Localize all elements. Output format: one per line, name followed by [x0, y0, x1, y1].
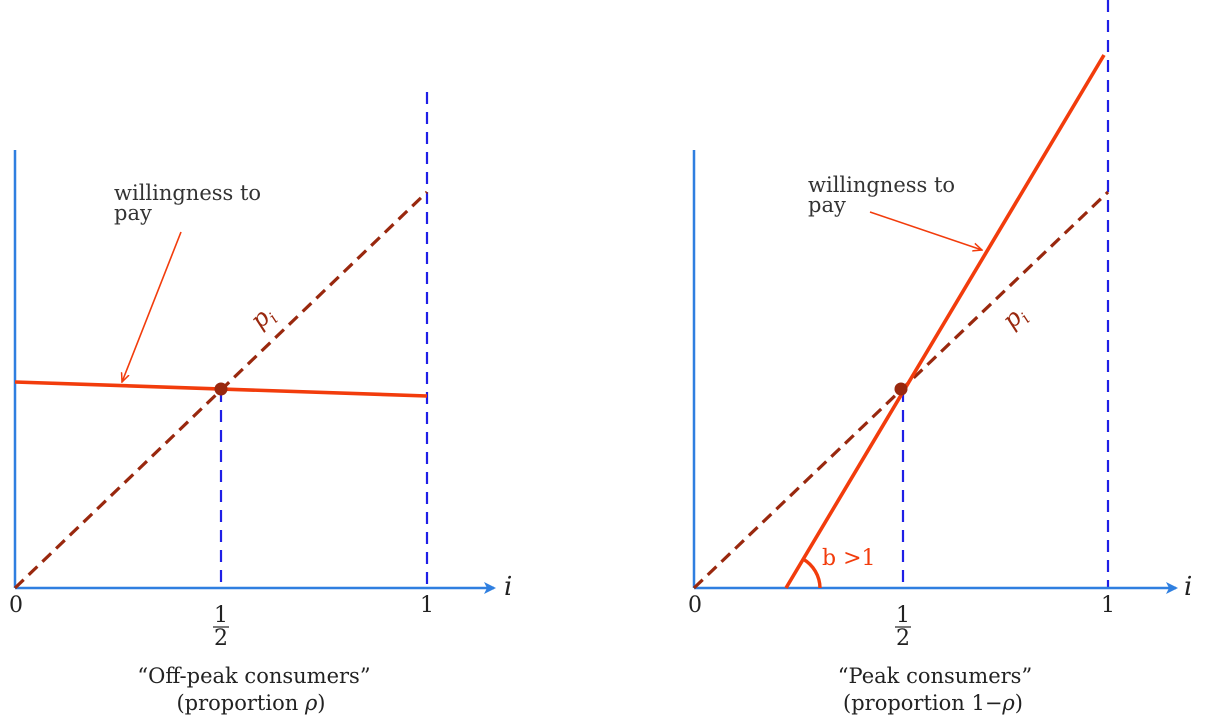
caption-line2-prefix: (proportion 1− — [843, 691, 1002, 715]
intersection-point — [214, 382, 228, 396]
tick-half-denominator: 2 — [214, 626, 228, 651]
tick-half-numerator: 1 — [214, 603, 228, 628]
caption-line2-suffix: ) — [1015, 691, 1023, 715]
price-line-label: pi — [245, 300, 282, 337]
caption-line2: (proportion 1−ρ) — [843, 691, 1023, 715]
caption-line1: “Off-peak consumers” — [137, 664, 370, 688]
annotation-text-line1: willingness to — [808, 173, 955, 197]
caption-line2-symbol: ρ — [1001, 691, 1015, 715]
tick-zero: 0 — [688, 593, 702, 618]
caption-line1: “Peak consumers” — [838, 664, 1032, 688]
slope-angle-arc — [802, 557, 822, 589]
svg-text:pi: pi — [997, 300, 1034, 337]
tick-half-denominator: 2 — [896, 626, 910, 651]
tick-half-numerator: 1 — [896, 603, 910, 628]
slope-angle-label: b >1 — [822, 546, 876, 571]
annotation-arrow — [122, 231, 182, 382]
off-peak-panel: willingness to pay pi 0 1 2 1 i “Off-pea… — [9, 92, 512, 715]
tick-zero: 0 — [9, 593, 23, 618]
tick-one: 1 — [420, 593, 434, 618]
annotation-text-line2: pay — [808, 193, 846, 217]
x-axis-label: i — [504, 572, 512, 602]
caption-line2-prefix: (proportion — [176, 691, 304, 715]
x-axis-label: i — [1184, 572, 1192, 602]
intersection-point — [894, 382, 908, 396]
peak-panel: b >1 willingness to pay pi 0 1 2 1 i “Pe… — [688, 0, 1192, 715]
caption-line2-suffix: ) — [317, 691, 325, 715]
annotation-text-line2: pay — [114, 201, 152, 225]
annotation-arrow — [869, 211, 982, 250]
caption-line2-symbol: ρ — [304, 691, 318, 715]
caption-line2: (proportion ρ) — [176, 691, 325, 715]
price-line-label: pi — [997, 300, 1034, 337]
svg-text:pi: pi — [245, 300, 282, 337]
willingness-to-pay-line — [784, 54, 1106, 589]
tick-one: 1 — [1101, 593, 1115, 618]
annotation-text-line1: willingness to — [114, 181, 261, 205]
